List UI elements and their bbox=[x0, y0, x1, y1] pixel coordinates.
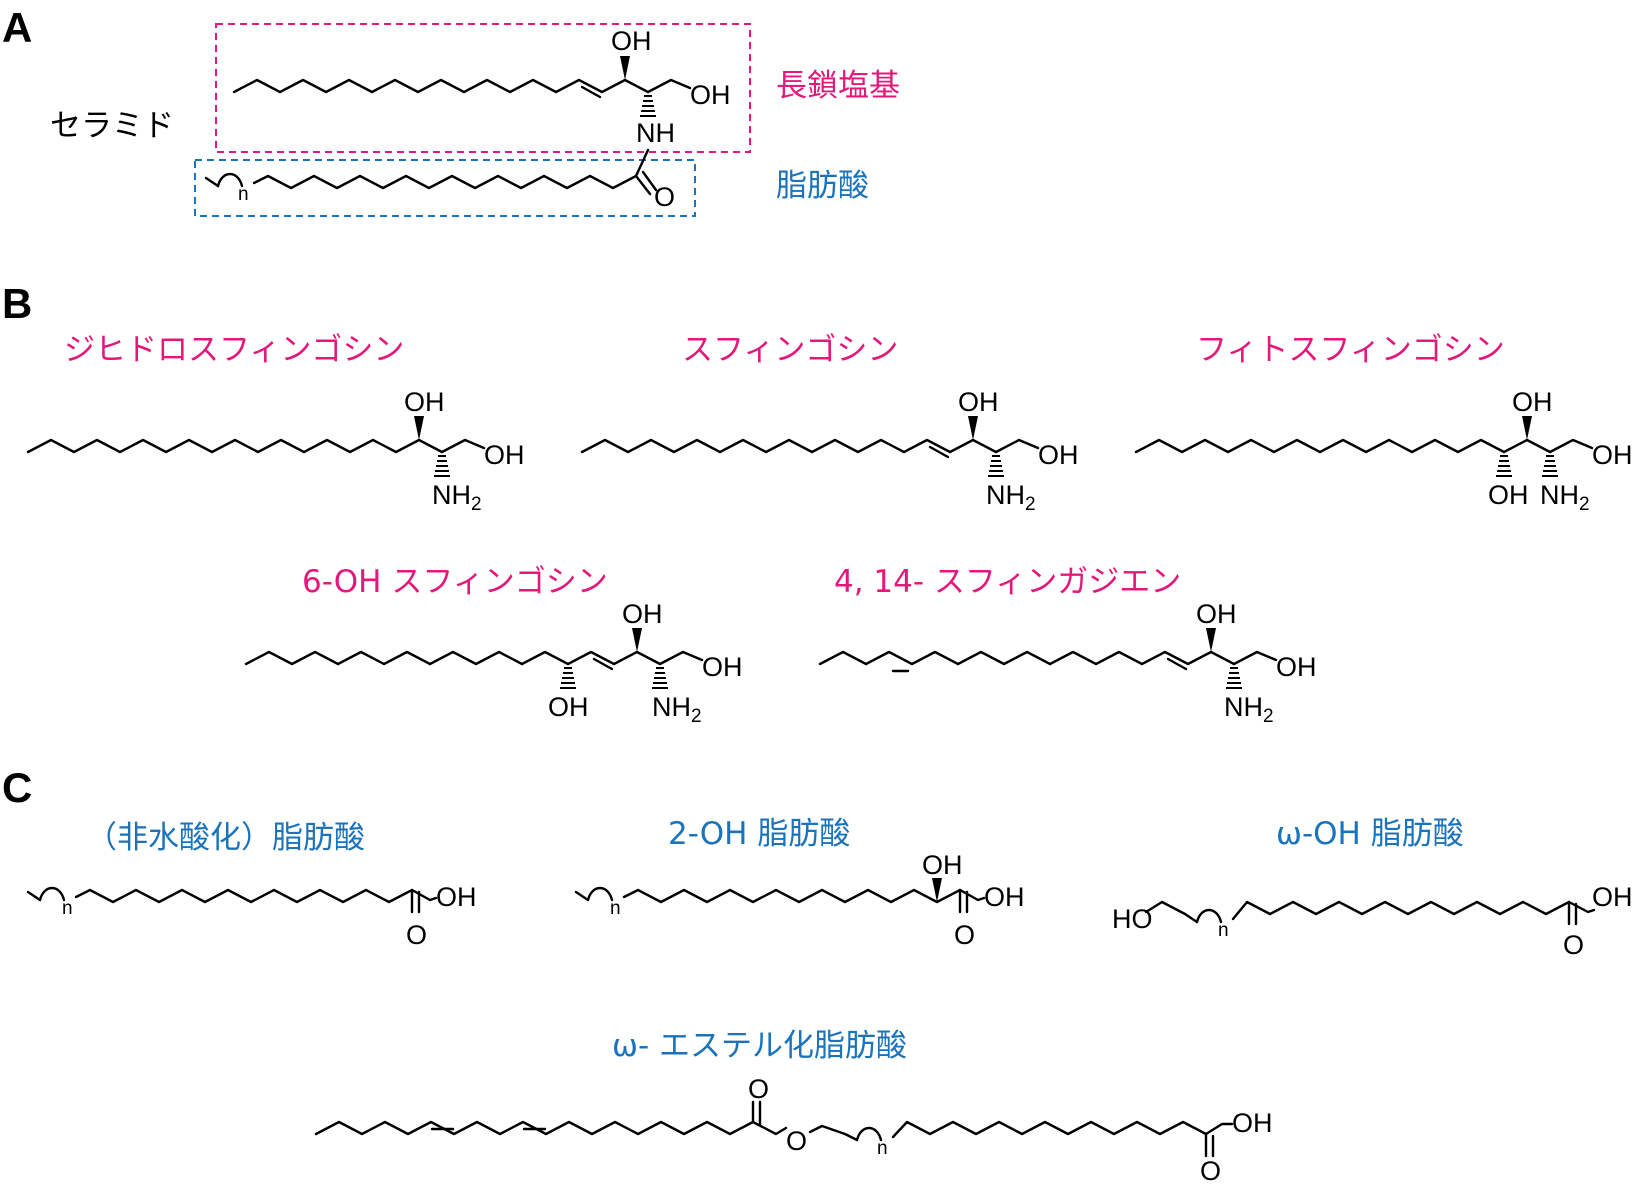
phytosphingosine-oh-top: OH bbox=[1512, 387, 1553, 417]
sphingadiene-structure bbox=[818, 628, 1278, 689]
wedge-bond bbox=[620, 56, 630, 80]
omega-ester-fa-ester-o: O bbox=[786, 1126, 807, 1156]
sphingadiene-nh2: NH2 bbox=[1224, 692, 1274, 727]
sphingadiene-oh-right: OH bbox=[1276, 652, 1317, 682]
six-oh-sphingosine-oh-bottom: OH bbox=[548, 692, 589, 722]
hashed-bond bbox=[640, 95, 656, 117]
omega-oh-fatty-acid-label: ω-OH 脂肪酸 bbox=[1276, 816, 1464, 852]
six-oh-sphingosine-oh-top: OH bbox=[622, 599, 663, 629]
omega-oh-fatty-acid-structure bbox=[1144, 900, 1596, 926]
omega-oh-fa-n-subscript: n bbox=[1218, 920, 1229, 941]
omega-oh-fa-carbonyl-o: O bbox=[1563, 930, 1584, 960]
six-oh-sphingosine-structure bbox=[244, 628, 704, 689]
non-hydroxy-fatty-acid-structure bbox=[26, 886, 438, 914]
sphingosine-label: スフィンゴシン bbox=[682, 332, 898, 368]
six-oh-sphingosine-nh2: NH2 bbox=[652, 692, 702, 727]
two-oh-fa-alpha-oh: OH bbox=[922, 850, 963, 880]
two-oh-fa-carbonyl-o: O bbox=[954, 920, 975, 950]
phytosphingosine-oh-right: OH bbox=[1592, 440, 1633, 470]
sphingosine-oh-right: OH bbox=[1038, 440, 1079, 470]
panel-label-b: B bbox=[2, 280, 32, 327]
dihydrosphingosine-label: ジヒドロスフィンゴシン bbox=[64, 332, 404, 368]
dihydrosphingosine-nh2: NH2 bbox=[432, 480, 482, 515]
non-hydroxy-fa-n-subscript: n bbox=[62, 898, 73, 919]
phytosphingosine-nh2: NH2 bbox=[1540, 480, 1590, 515]
two-oh-fa-oh: OH bbox=[984, 882, 1025, 912]
ceramide-carbonyl-o: O bbox=[654, 182, 675, 212]
panel-label-c: C bbox=[2, 764, 32, 811]
panel-label-a: A bbox=[2, 4, 32, 51]
omega-ester-fa-ester-carbonyl-o: O bbox=[748, 1074, 769, 1104]
sphingosine-oh-top: OH bbox=[958, 387, 999, 417]
fatty-acid-label: 脂肪酸 bbox=[776, 168, 869, 204]
dihydrosphingosine-oh-top: OH bbox=[404, 387, 445, 417]
sphingosine-structure bbox=[580, 416, 1040, 477]
non-hydroxy-fatty-acid-label: （非水酸化）脂肪酸 bbox=[86, 820, 365, 856]
phytosphingosine-oh-bottom: OH bbox=[1488, 480, 1529, 510]
six-oh-sphingosine-label: 6-OH スフィンゴシン bbox=[302, 564, 608, 600]
ceramide-fatty-acid bbox=[204, 148, 658, 196]
long-chain-base-box bbox=[215, 23, 751, 153]
six-oh-sphingosine-oh-right: OH bbox=[702, 652, 743, 682]
omega-oh-fa-terminal-ho: HO bbox=[1112, 904, 1153, 934]
omega-ester-fa-carbonyl-o: O bbox=[1200, 1156, 1221, 1184]
ceramide-oh-top: OH bbox=[611, 26, 652, 56]
sphingadiene-label: 4, 14- スフィンガジエン bbox=[834, 564, 1181, 600]
long-chain-base-label: 長鎖塩基 bbox=[776, 68, 900, 104]
non-hydroxy-fa-oh: OH bbox=[436, 882, 477, 912]
two-oh-fatty-acid-structure bbox=[574, 878, 986, 914]
two-oh-fatty-acid-label: 2-OH 脂肪酸 bbox=[668, 816, 850, 852]
ceramide-label: セラミド bbox=[50, 108, 174, 144]
ceramide-n-subscript: n bbox=[238, 184, 249, 205]
phytosphingosine-structure bbox=[1134, 416, 1594, 477]
omega-esterified-fatty-acid-label: ω- エステル化脂肪酸 bbox=[612, 1028, 907, 1064]
sphingosine-nh2: NH2 bbox=[986, 480, 1036, 515]
two-oh-fa-n-subscript: n bbox=[610, 898, 621, 919]
ceramide-long-chain-base bbox=[232, 56, 692, 117]
omega-ester-fa-n-subscript: n bbox=[877, 1138, 888, 1159]
dihydrosphingosine-structure bbox=[26, 416, 486, 477]
fatty-acid-box bbox=[194, 159, 696, 217]
sphingadiene-oh-top: OH bbox=[1196, 599, 1237, 629]
non-hydroxy-fa-carbonyl-o: O bbox=[406, 920, 427, 950]
dihydrosphingosine-oh-right: OH bbox=[484, 440, 525, 470]
omega-oh-fa-oh: OH bbox=[1592, 882, 1633, 912]
omega-ester-fa-oh: OH bbox=[1232, 1108, 1273, 1138]
phytosphingosine-label: フィトスフィンゴシン bbox=[1196, 332, 1505, 368]
ceramide-oh-right: OH bbox=[690, 80, 731, 110]
omega-esterified-fatty-acid-structure bbox=[314, 1100, 1234, 1158]
ceramide-nh: NH bbox=[636, 118, 675, 148]
